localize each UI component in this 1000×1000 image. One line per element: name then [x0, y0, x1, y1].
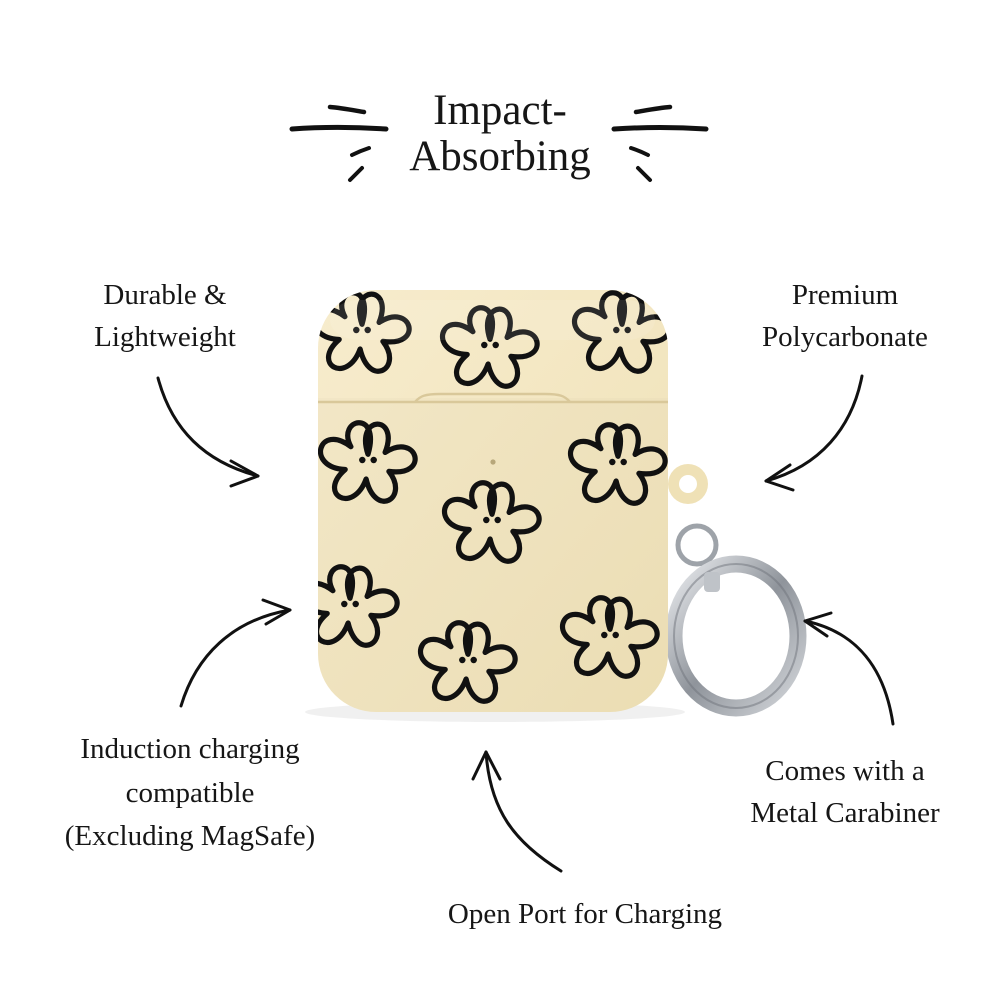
feature-induction-line-2: compatible [125, 776, 255, 809]
headline: Impact- Absorbing [320, 87, 680, 181]
feature-carabiner-label: Comes with a Metal Carabiner [715, 750, 975, 834]
feature-port-line-1: Open Port for Charging [447, 898, 723, 930]
feature-carabiner-line-2: Metal Carabiner [750, 797, 940, 830]
lanyard-loop [668, 464, 708, 504]
headline-line-1: Impact- [433, 87, 567, 134]
feature-durable-label: Durable & Lightweight [40, 274, 290, 358]
feature-port-label: Open Port for Charging [390, 895, 780, 934]
feature-induction-line-1: Induction charging [80, 733, 300, 765]
feature-premium-line-1: Premium [791, 279, 899, 311]
feature-premium-line-2: Polycarbonate [762, 321, 928, 354]
feature-induction-label: Induction charging compatible (Excluding… [20, 728, 360, 859]
feature-durable-line-1: Durable & [103, 279, 227, 311]
carabiner-icon [665, 523, 807, 717]
arrow-icon [156, 374, 895, 873]
feature-induction-line-3: (Excluding MagSafe) [64, 820, 316, 852]
feature-carabiner-line-1: Comes with a [765, 755, 925, 787]
feature-premium-label: Premium Polycarbonate [720, 274, 970, 358]
airpods-case [318, 290, 668, 712]
feature-durable-line-2: Lightweight [94, 321, 236, 354]
headline-line-2: Absorbing [409, 133, 591, 181]
emphasis-stroke-icon [289, 104, 709, 182]
